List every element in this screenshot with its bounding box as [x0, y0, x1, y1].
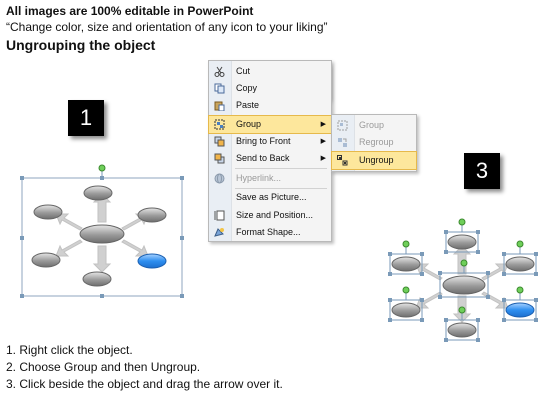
scissors-icon — [214, 66, 225, 77]
menu-item-copy[interactable]: Copy — [209, 80, 331, 97]
format-shape-icon — [214, 228, 224, 237]
menu-item-send-to-back[interactable]: Send to Back ▶ — [209, 150, 331, 167]
menu-item-label: Size and Position... — [236, 210, 314, 220]
step-2: 2. Choose Group and then Ungroup. — [6, 360, 201, 374]
step-badge-1: 1 — [68, 100, 104, 136]
menu-item-format-shape[interactable]: Format Shape... — [209, 224, 331, 241]
step-1: 1. Right click the object. — [6, 343, 133, 357]
submenu-arrow-icon: ▶ — [320, 155, 326, 162]
submenu-arrow-icon: ▶ — [320, 138, 326, 145]
menu-item-paste[interactable]: Paste — [209, 97, 331, 114]
submenu-arrow-icon: ▶ — [320, 121, 326, 128]
ungrouped-diagram[interactable] — [386, 218, 546, 346]
section-title: Ungrouping the object — [6, 37, 156, 53]
size-position-icon — [214, 210, 225, 221]
ungroup-icon — [337, 155, 348, 166]
menu-item-label: Format Shape... — [236, 227, 301, 237]
menu-item-label: Paste — [236, 100, 260, 110]
context-menu: Cut Copy Paste Group ▶ Bring to Front ▶ … — [208, 60, 332, 242]
grouped-diagram[interactable] — [18, 160, 188, 300]
copy-icon — [214, 83, 225, 94]
menu-item-save-as-picture[interactable]: Save as Picture... — [209, 189, 331, 206]
globe-link-icon — [214, 173, 225, 184]
instruction-steps: 1. Right click the object. 2. Choose Gro… — [6, 342, 283, 393]
submenu-item-ungroup[interactable]: Ungroup — [331, 151, 417, 170]
menu-item-label: Save as Picture... — [236, 192, 307, 202]
submenu-item-label: Group — [359, 120, 385, 130]
group-submenu: Group Regroup Ungroup — [331, 114, 417, 172]
menu-item-size-and-position[interactable]: Size and Position... — [209, 207, 331, 224]
header-subtitle: “Change color, size and orientation of a… — [6, 20, 328, 34]
menu-item-bring-to-front[interactable]: Bring to Front ▶ — [209, 133, 331, 150]
menu-item-label: Group — [236, 119, 262, 129]
paste-icon — [214, 101, 225, 111]
group-icon — [337, 120, 348, 131]
menu-item-cut[interactable]: Cut — [209, 63, 331, 80]
menu-item-label: Cut — [236, 66, 251, 76]
menu-item-label: Copy — [236, 83, 258, 93]
step-badge-3: 3 — [464, 153, 500, 189]
submenu-item-label: Regroup — [359, 137, 394, 147]
menu-item-label: Bring to Front — [236, 136, 291, 146]
menu-item-hyperlink[interactable]: Hyperlink... — [209, 170, 331, 187]
group-icon — [214, 119, 225, 130]
step-3: 3. Click beside the object and drag the … — [6, 377, 283, 391]
submenu-item-group[interactable]: Group — [332, 117, 416, 134]
regroup-icon — [338, 138, 347, 147]
menu-item-label: Hyperlink... — [236, 173, 282, 183]
menu-item-label: Send to Back — [236, 153, 290, 163]
menu-item-group[interactable]: Group ▶ — [208, 115, 332, 134]
submenu-item-label: Ungroup — [359, 155, 394, 165]
bring-to-front-icon — [214, 136, 225, 147]
send-to-back-icon — [214, 153, 225, 164]
header-title: All images are 100% editable in PowerPoi… — [6, 4, 254, 18]
submenu-item-regroup[interactable]: Regroup — [332, 134, 416, 151]
